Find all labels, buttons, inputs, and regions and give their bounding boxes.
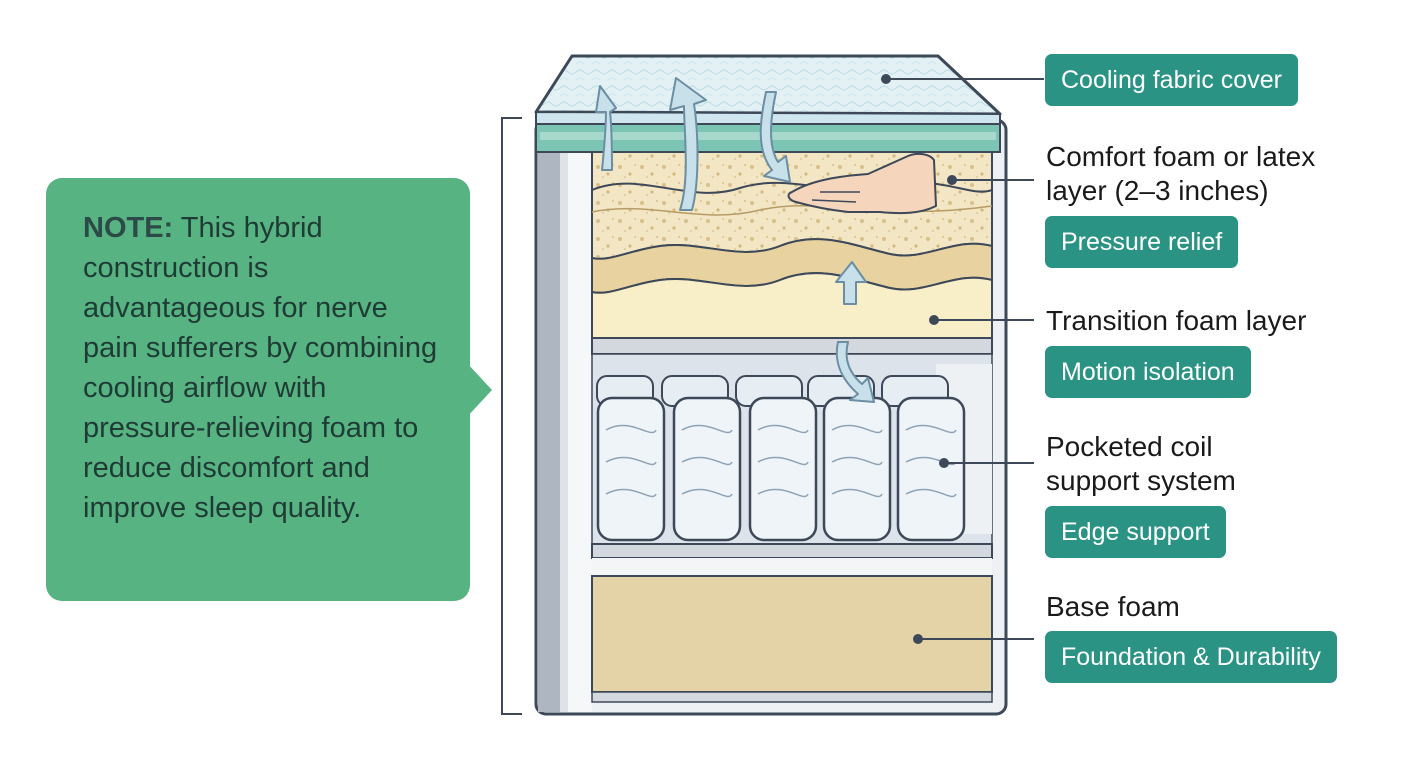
badge-motion-isolation: Motion isolation [1045, 346, 1251, 398]
badge-edge-support: Edge support [1045, 506, 1226, 558]
leader-lines [881, 74, 1044, 644]
badge-pressure-relief: Pressure relief [1045, 216, 1239, 268]
pocketed-coils [596, 396, 966, 542]
note-body: This hybrid construction is advantageous… [83, 212, 438, 524]
label-comfort-layer-line2: layer (2–3 inches) [1046, 175, 1269, 206]
label-base-foam: Base foam [1046, 591, 1180, 622]
note-pointer [466, 362, 492, 418]
airflow-arrow-1 [595, 85, 617, 171]
label-coil-system-line2: support system [1046, 465, 1236, 496]
transition-foam-layer [591, 272, 993, 339]
mattress-side-edge [538, 150, 560, 712]
airflow-arrow-4 [835, 261, 867, 305]
label-comfort-layer-line1: Comfort foam or latex [1046, 141, 1316, 172]
note-callout: NOTE: This hybrid construction is advant… [46, 178, 470, 601]
hand-icon [787, 152, 937, 215]
airflow-arrows [595, 77, 875, 403]
airflow-arrow-2 [669, 77, 707, 211]
note-label: NOTE: [83, 212, 174, 244]
height-bracket [501, 117, 522, 715]
airflow-arrow-5 [835, 341, 875, 403]
airflow-arrow-3 [759, 91, 791, 183]
badge-cooling-fabric-cover: Cooling fabric cover [1045, 54, 1298, 106]
label-transition-layer: Transition foam layer [1046, 305, 1307, 336]
base-foam-layer [591, 575, 993, 693]
upper-separator [591, 337, 993, 355]
badge-foundation-durability: Foundation & Durability [1045, 631, 1337, 683]
note-text: NOTE: This hybrid construction is advant… [83, 208, 450, 528]
label-coil-system-line1: Pocketed coil [1046, 431, 1213, 462]
lower-separator [591, 543, 993, 559]
